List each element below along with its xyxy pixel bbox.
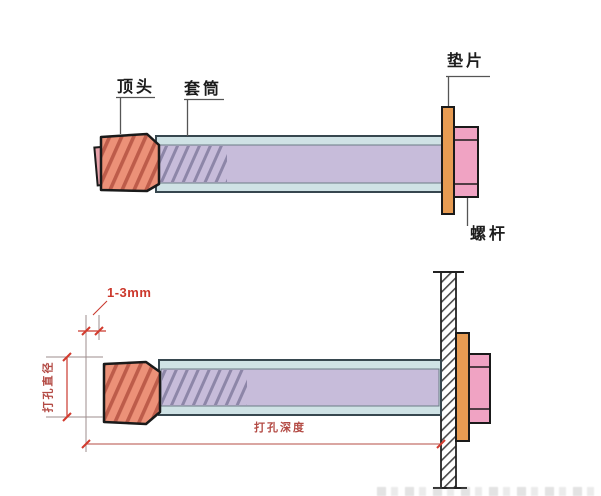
installation-view (102, 271, 491, 489)
dim-tick (62, 352, 72, 362)
dim-tick (81, 326, 91, 336)
label-washer: 垫片 (447, 53, 486, 70)
label-sleeve: 套筒 (184, 81, 223, 98)
wall-section (440, 271, 457, 489)
watermark-remnant (377, 487, 599, 496)
label-top-head: 顶头 (117, 79, 156, 96)
dim-tick (436, 439, 446, 449)
sleeve-thread-hatch (159, 146, 227, 182)
leader-lines (116, 75, 490, 226)
washer-plate (455, 332, 470, 442)
dimension-lines (46, 300, 446, 452)
label-screw-rod: 螺杆 (470, 226, 509, 243)
sleeve-thread-hatch (162, 370, 247, 405)
label-hole-depth: 打孔深度 (254, 422, 306, 434)
bolt-head (453, 126, 479, 198)
assembly-view (93, 75, 490, 226)
dim-tick (81, 439, 91, 449)
bolt-head (468, 353, 491, 424)
label-hole-diameter: 打孔直径 (42, 360, 55, 413)
washer-plate (441, 106, 455, 215)
gap-leader (92, 300, 108, 316)
dim-tick (62, 412, 72, 422)
expansion-head (99, 132, 161, 193)
label-tip-clearance: 1-3mm (107, 285, 152, 300)
expansion-head (102, 360, 162, 426)
dim-tick (94, 326, 104, 336)
